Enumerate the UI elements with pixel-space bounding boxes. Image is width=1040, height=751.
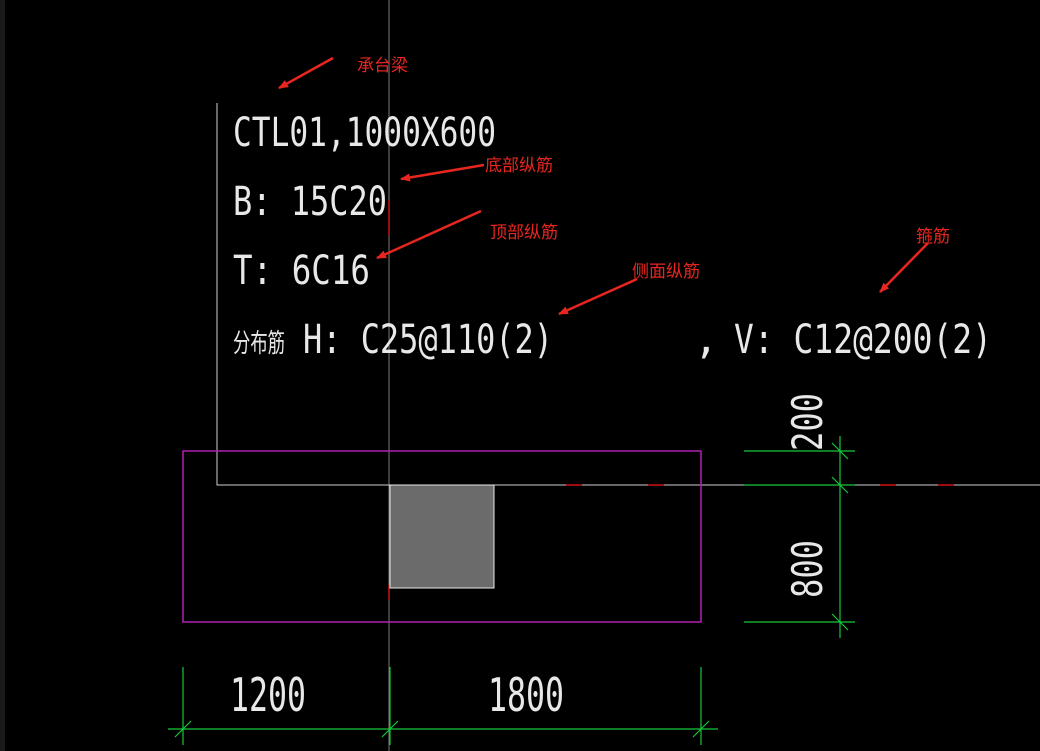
cap-beam-outline[interactable]: [182, 450, 702, 623]
annotation-bottom-rebar[interactable]: 底部纵筋: [485, 156, 553, 176]
annotation-stirrup[interactable]: 箍筋: [916, 227, 950, 247]
arrow-side-rebar: [558, 277, 638, 316]
arrow-top-rebar: [376, 209, 482, 260]
beam-label-line4-h[interactable]: H: C25@110(2): [303, 317, 553, 363]
beam-label-line4-sep: ,: [694, 317, 718, 363]
dimension-1800[interactable]: 1800: [488, 668, 564, 722]
label-leader-line: [216, 103, 1040, 486]
annotation-cap-beam[interactable]: 承台梁: [357, 56, 408, 76]
beam-label-line1[interactable]: CTL01,1000X600: [233, 110, 496, 156]
right-dimension[interactable]: [744, 436, 855, 638]
annotation-top-rebar[interactable]: 顶部纵筋: [490, 223, 558, 243]
beam-label-line2[interactable]: B: 15C20: [233, 179, 387, 225]
arrow-cap-beam: [278, 56, 334, 90]
viewport-left-border: [0, 0, 5, 751]
bottom-dimension[interactable]: [168, 667, 718, 745]
dimension-1200[interactable]: 1200: [230, 668, 306, 722]
annotation-side-rebar[interactable]: 侧面纵筋: [632, 262, 700, 282]
dimension-800[interactable]: 800: [783, 540, 832, 598]
arrow-stirrup: [879, 242, 929, 293]
beam-label-line3[interactable]: T: 6C16: [233, 248, 370, 294]
beam-label-line4-prefix[interactable]: 分布筋: [233, 329, 285, 359]
dimension-200[interactable]: 200: [783, 393, 832, 451]
beam-label-line4-v[interactable]: V: C12@200(2): [734, 317, 992, 363]
arrow-bottom-rebar: [400, 163, 485, 182]
column-section[interactable]: [389, 484, 495, 589]
